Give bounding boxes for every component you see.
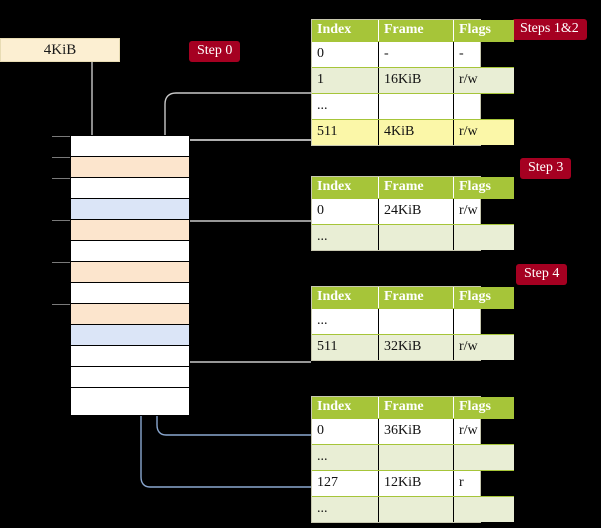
- column-header-index: Index: [312, 177, 379, 199]
- page-table-4: Index Frame Flags 0 36KiB r/w ... 127: [311, 396, 514, 523]
- table-header-row: Index Frame Flags: [312, 397, 514, 419]
- cell-frame: [378, 444, 454, 471]
- memory-tick: [52, 136, 70, 137]
- cell-flags: r: [453, 470, 514, 497]
- memory-row: [71, 241, 189, 262]
- memory-tick: [52, 157, 70, 158]
- table-row: 511 32KiB r/w: [312, 334, 514, 360]
- table-row: 127 12KiB r: [312, 470, 514, 497]
- cell-index: 0: [312, 418, 379, 445]
- table-row: ...: [312, 308, 514, 335]
- badge-steps-1-2: Steps 1&2: [512, 19, 587, 40]
- cell-frame: 12KiB: [378, 470, 454, 497]
- column-header-flags: Flags: [453, 20, 514, 42]
- table-row: ...: [312, 444, 514, 471]
- cell-flags: -: [453, 41, 514, 68]
- table-row: 0 - -: [312, 41, 514, 68]
- table-row: 1 16KiB r/w: [312, 67, 514, 94]
- cell-index: ...: [312, 308, 379, 335]
- column-header-index: Index: [312, 397, 379, 419]
- memory-row: [71, 346, 189, 367]
- cell-frame: [378, 496, 454, 522]
- column-header-frame: Frame: [378, 397, 454, 419]
- cell-flags: r/w: [453, 418, 514, 445]
- column-header-frame: Frame: [378, 20, 454, 42]
- memory-row: [71, 199, 189, 220]
- badge-step-3: Step 3: [520, 158, 572, 179]
- cell-frame: [378, 224, 454, 250]
- memory-row: [71, 262, 189, 283]
- cell-frame: 16KiB: [378, 67, 454, 94]
- page-table-1: Index Frame Flags 0 - - 1 16KiB r/w ...: [311, 19, 514, 146]
- column-header-flags: Flags: [453, 287, 514, 309]
- memory-row: [71, 220, 189, 241]
- table-header-row: Index Frame Flags: [312, 20, 514, 42]
- cell-flags: r/w: [453, 67, 514, 94]
- cell-frame: 24KiB: [378, 198, 454, 225]
- memory-tick: [52, 220, 70, 221]
- memory-row: [71, 304, 189, 325]
- memory-row: [71, 136, 189, 157]
- cell-flags: [453, 308, 514, 335]
- cell-index: ...: [312, 93, 379, 120]
- table-row: ...: [312, 496, 514, 522]
- table-header-row: Index Frame Flags: [312, 287, 514, 309]
- memory-row: [71, 283, 189, 304]
- cell-index: ...: [312, 444, 379, 471]
- cell-index: 511: [312, 334, 379, 360]
- table-header-row: Index Frame Flags: [312, 177, 514, 199]
- cell-index: 127: [312, 470, 379, 497]
- cell-flags: [453, 93, 514, 120]
- cell-flags: [453, 444, 514, 471]
- cell-flags: [453, 224, 514, 250]
- column-header-index: Index: [312, 287, 379, 309]
- cell-index: ...: [312, 224, 379, 250]
- cell-frame: 4KiB: [378, 119, 454, 145]
- cell-index: ...: [312, 496, 379, 522]
- cell-frame: 32KiB: [378, 334, 454, 360]
- source-frame-box: 4KiB: [0, 38, 120, 62]
- cell-index: 0: [312, 198, 379, 225]
- memory-tick: [52, 178, 70, 179]
- column-header-frame: Frame: [378, 177, 454, 199]
- cell-flags: [453, 496, 514, 522]
- physical-memory-column: [70, 135, 190, 416]
- cell-index: 1: [312, 67, 379, 94]
- page-table-3: Index Frame Flags ... 511 32KiB r/w: [311, 286, 514, 361]
- table-row: ...: [312, 224, 514, 250]
- badge-step-4: Step 4: [516, 264, 568, 285]
- badge-step-0: Step 0: [189, 41, 241, 62]
- table-row: 0 24KiB r/w: [312, 198, 514, 225]
- column-header-frame: Frame: [378, 287, 454, 309]
- column-header-index: Index: [312, 20, 379, 42]
- cell-frame: [378, 308, 454, 335]
- memory-row: [71, 394, 189, 415]
- cell-frame: [378, 93, 454, 120]
- memory-tick: [52, 304, 70, 305]
- cell-flags: r/w: [453, 334, 514, 360]
- table-row-highlighted: 511 4KiB r/w: [312, 119, 514, 145]
- cell-frame: 36KiB: [378, 418, 454, 445]
- memory-row: [71, 367, 189, 388]
- table-row: ...: [312, 93, 514, 120]
- cell-flags: r/w: [453, 119, 514, 145]
- memory-row: [71, 325, 189, 346]
- page-table-2: Index Frame Flags 0 24KiB r/w ...: [311, 176, 514, 251]
- memory-row: [71, 157, 189, 178]
- column-header-flags: Flags: [453, 397, 514, 419]
- memory-tick: [52, 262, 70, 263]
- memory-row: [71, 178, 189, 199]
- table-row: 0 36KiB r/w: [312, 418, 514, 445]
- cell-index: 511: [312, 119, 379, 145]
- cell-index: 0: [312, 41, 379, 68]
- cell-flags: r/w: [453, 198, 514, 225]
- cell-frame: -: [378, 41, 454, 68]
- column-header-flags: Flags: [453, 177, 514, 199]
